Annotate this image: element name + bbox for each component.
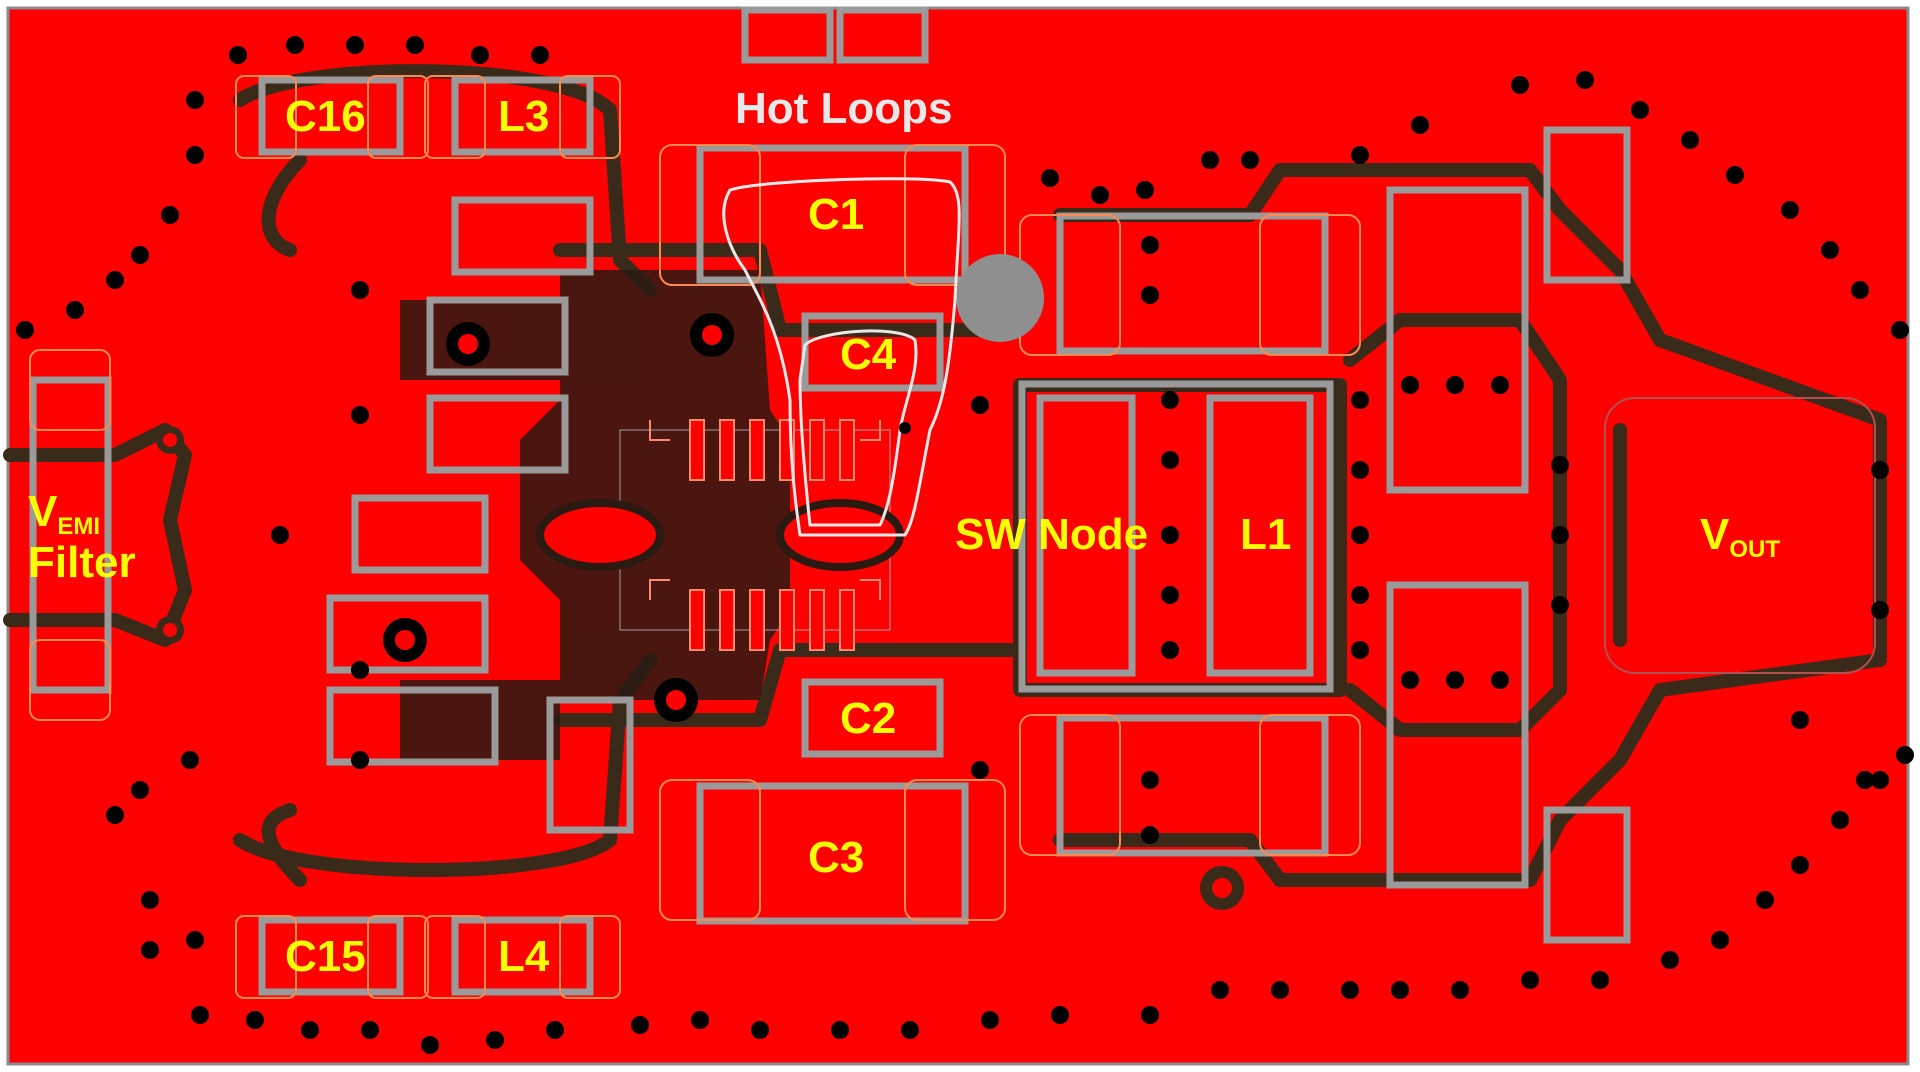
label-vout: VOUT: [1700, 510, 1780, 562]
ringed-vias: [156, 313, 1244, 910]
label-hot-loops: Hot Loops: [735, 84, 953, 133]
label-filter: Filter: [28, 538, 136, 587]
label-vemi: VEMI: [28, 487, 100, 539]
label-c3: C3: [808, 833, 865, 882]
label-vout-sub: OUT: [1729, 536, 1781, 563]
hot-loop-outlines: [722, 177, 961, 537]
label-l3: L3: [498, 92, 550, 141]
pad-outlines: [29, 75, 1361, 999]
label-vemi-v: V: [28, 487, 58, 536]
label-sw-node: SW Node: [955, 510, 1149, 559]
label-l1: L1: [1240, 510, 1292, 559]
component-footprints: [29, 6, 1876, 996]
label-c16: C16: [285, 92, 366, 141]
label-c1: C1: [808, 190, 865, 239]
label-l4: L4: [498, 932, 550, 981]
label-c2: C2: [840, 694, 897, 743]
label-c15: C15: [285, 932, 366, 981]
test-point: [956, 254, 1044, 342]
label-vemi-sub: EMI: [57, 513, 101, 540]
hot-loop-marker: [899, 422, 911, 434]
vias: [16, 36, 1914, 1054]
board-border: [6, 6, 1910, 1066]
label-vout-v: V: [1700, 510, 1730, 559]
label-c4: C4: [840, 330, 897, 379]
